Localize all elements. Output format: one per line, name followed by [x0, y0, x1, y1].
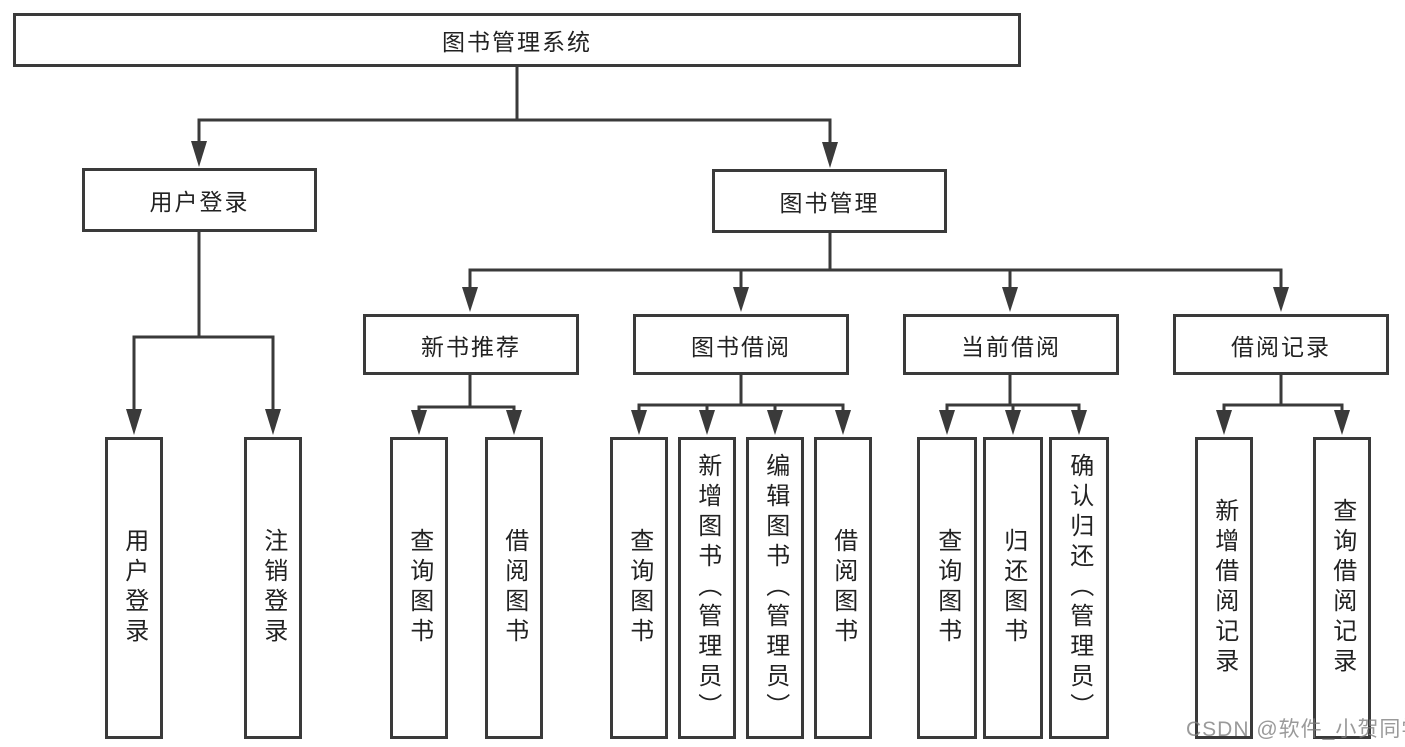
node-label: 新增借阅记录 [1210, 498, 1238, 678]
node-label: 图书借阅 [691, 333, 791, 360]
node-borrowing-records: 借阅记录 [1173, 314, 1389, 375]
node-leaf-edit-book-admin: 编辑图书（管理员） [746, 437, 804, 739]
node-leaf-return-book: 归还图书 [983, 437, 1043, 739]
node-book-management: 图书管理 [712, 169, 947, 233]
csdn-watermark: CSDN @软件_小贺同学 [1186, 718, 1405, 741]
node-root-system: 图书管理系统 [13, 13, 1021, 67]
node-leaf-borrow-books-recommend: 借阅图书 [485, 437, 543, 739]
node-new-book-recommend: 新书推荐 [363, 314, 579, 375]
node-label: 编辑图书（管理员） [761, 453, 789, 723]
node-label: 查询借阅记录 [1328, 498, 1356, 678]
node-label: 归还图书 [999, 528, 1027, 648]
node-label: 用户登录 [149, 189, 250, 215]
node-leaf-logout: 注销登录 [244, 437, 302, 739]
node-leaf-confirm-return-admin: 确认归还（管理员） [1049, 437, 1109, 739]
node-label: 用户登录 [120, 528, 148, 648]
node-label: 新书推荐 [421, 333, 521, 360]
node-label: 查询图书 [405, 528, 433, 648]
node-leaf-add-book-admin: 新增图书（管理员） [678, 437, 736, 739]
node-leaf-user-login: 用户登录 [105, 437, 163, 739]
node-user-login: 用户登录 [82, 168, 317, 232]
node-label: 查询图书 [933, 528, 961, 648]
node-label: 借阅图书 [829, 528, 857, 648]
node-leaf-add-borrow-record: 新增借阅记录 [1195, 437, 1253, 739]
node-leaf-borrow-books: 借阅图书 [814, 437, 872, 739]
node-leaf-query-books-borrow: 查询图书 [610, 437, 668, 739]
node-leaf-query-books-recommend: 查询图书 [390, 437, 448, 739]
node-label: 借阅图书 [500, 528, 528, 648]
node-current-borrowing: 当前借阅 [903, 314, 1119, 375]
node-label: 图书管理 [779, 190, 880, 216]
node-label: 当前借阅 [961, 333, 1061, 360]
node-leaf-query-borrow-record: 查询借阅记录 [1313, 437, 1371, 739]
node-label: 查询图书 [625, 528, 653, 648]
node-label: 新增图书（管理员） [693, 453, 721, 723]
node-label: 借阅记录 [1231, 333, 1331, 360]
node-label: 图书管理系统 [442, 29, 592, 55]
node-label: 注销登录 [259, 528, 287, 648]
node-book-borrowing: 图书借阅 [633, 314, 849, 375]
node-leaf-query-books-current: 查询图书 [917, 437, 977, 739]
node-label: 确认归还（管理员） [1065, 453, 1093, 723]
